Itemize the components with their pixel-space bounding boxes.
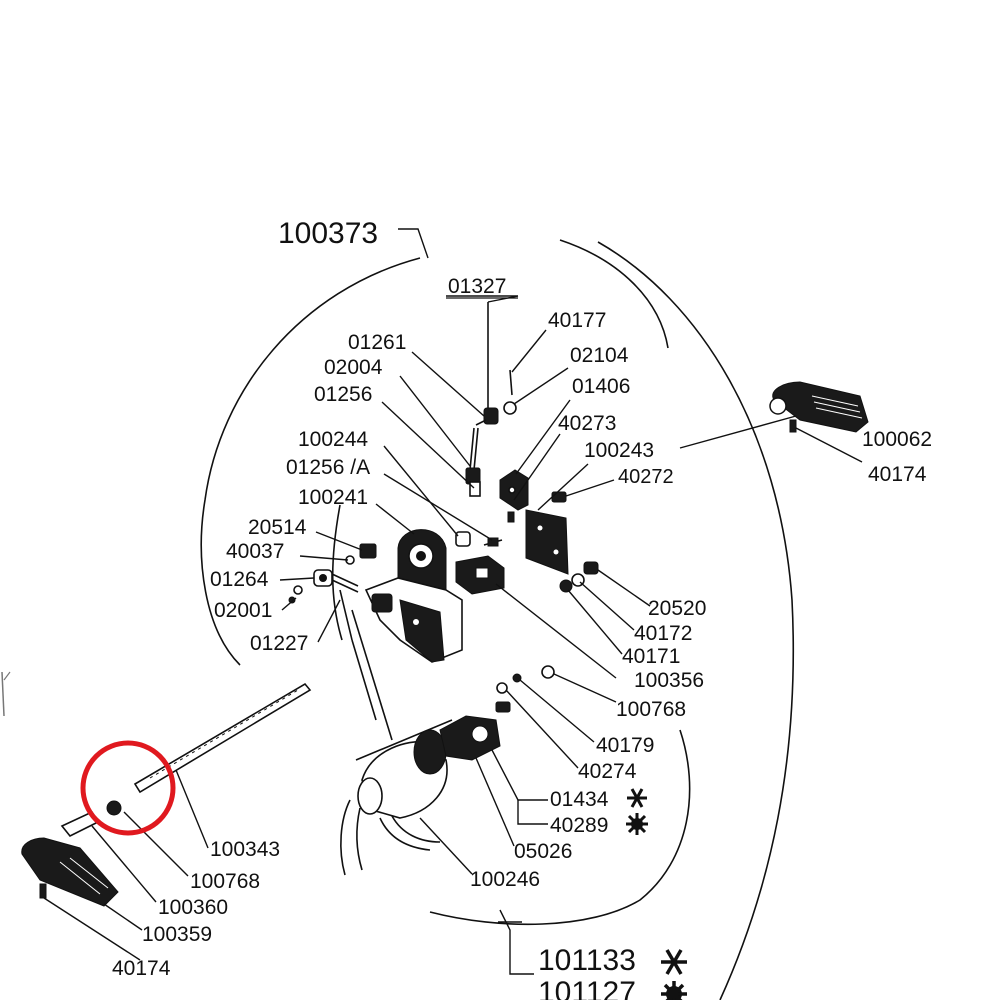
star-burst-icon (626, 813, 648, 835)
label-40274: 40274 (578, 760, 637, 783)
label-01264: 01264 (210, 568, 269, 591)
motor-unit (340, 665, 555, 876)
angle-bracket (499, 469, 529, 523)
part-labels: 01327 40177 01261 02104 02004 01406 0125… (112, 275, 932, 980)
leader-lines (43, 295, 863, 975)
label-100343: 100343 (210, 838, 280, 861)
left-fasteners (288, 543, 377, 641)
label-40289: 40289 (550, 814, 608, 837)
long-shaft (133, 682, 312, 794)
right-pedal (769, 381, 869, 433)
label-01256A: 01256 /A (286, 456, 370, 479)
label-40273: 40273 (558, 412, 616, 435)
linkage-rod (351, 609, 453, 761)
label-40171: 40171 (622, 645, 680, 668)
label-01434: 01434 (550, 788, 609, 811)
asterisk-icon (661, 949, 687, 975)
label-100246: 100246 (470, 868, 540, 891)
label-100243: 100243 (584, 439, 654, 462)
label-40172: 40172 (634, 622, 692, 645)
label-02001: 02001 (214, 599, 272, 622)
kit-markers-small (626, 788, 648, 835)
label-01261: 01261 (348, 331, 406, 354)
left-nut (106, 800, 122, 816)
assembly-label-group: 100373 (278, 217, 429, 259)
label-100241: 100241 (298, 486, 368, 509)
kit-labels: 101133 101127 (538, 944, 687, 1005)
label-40037: 40037 (226, 540, 284, 563)
label-40174-right: 40174 (868, 463, 927, 486)
label-20514: 20514 (248, 516, 307, 539)
star-burst-icon (661, 981, 687, 1005)
label-40177: 40177 (548, 309, 606, 332)
highlight-circle (80, 740, 176, 836)
label-01406: 01406 (572, 375, 630, 398)
parts-drawings (21, 302, 869, 907)
label-100359: 100359 (142, 923, 212, 946)
label-02104: 02104 (570, 344, 629, 367)
kit-label-101127: 101127 (538, 976, 636, 1000)
label-20520: 20520 (648, 597, 706, 620)
solenoid-block (455, 555, 505, 595)
label-40174-left: 40174 (112, 957, 171, 980)
label-01227: 01227 (250, 632, 308, 655)
mounting-plate (525, 491, 569, 575)
screw-washer (503, 369, 517, 415)
label-40179: 40179 (596, 734, 654, 757)
label-40272: 40272 (618, 466, 674, 488)
pin-assembly (465, 302, 499, 497)
label-01256: 01256 (314, 383, 372, 406)
bushing-parts (455, 531, 503, 547)
right-fasteners (559, 561, 599, 593)
kit-label-101133: 101133 (538, 944, 636, 977)
pulley-block (364, 529, 463, 663)
label-05026: 05026 (514, 840, 572, 863)
assembly-label: 100373 (278, 217, 378, 250)
label-100356: 100356 (634, 669, 704, 692)
label-100768-left: 100768 (190, 870, 260, 893)
label-100244: 100244 (298, 428, 368, 451)
edge-mark (1, 671, 11, 717)
label-01327: 01327 (448, 275, 506, 298)
label-100768-right: 100768 (616, 698, 686, 721)
asterisk-icon (627, 788, 647, 808)
label-100360: 100360 (158, 896, 228, 919)
label-100062: 100062 (862, 428, 932, 451)
label-02004: 02004 (324, 356, 383, 379)
